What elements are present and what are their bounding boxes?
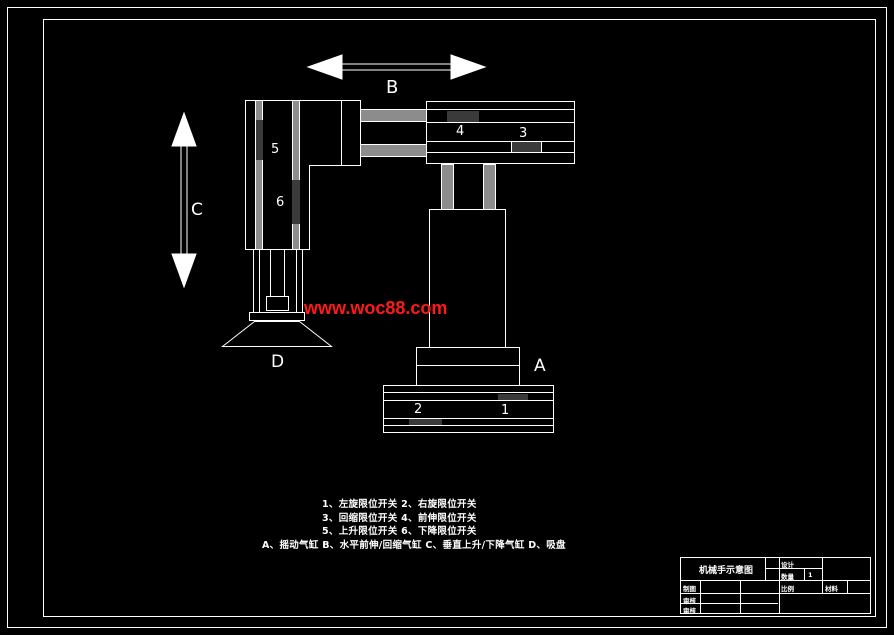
vertical-column [429, 164, 506, 348]
switch-label-1: 1 [501, 403, 509, 418]
arrow-label-c: C [191, 200, 203, 220]
switch-label-5: 5 [271, 142, 279, 157]
switch-2-marker [409, 419, 442, 425]
base-cylinder [383, 347, 554, 433]
switch-3-marker [512, 142, 541, 152]
vertical-double-arrow [171, 111, 197, 289]
title-block-review: 审核 [683, 607, 696, 615]
title-block-drawing: 制图 [683, 585, 696, 593]
legend-line-4: A、摇动气缸 B、水平前伸/回缩气缸 C、垂直上升/下降气缸 D、吸盘 [262, 540, 566, 551]
outer-frame [7, 7, 887, 628]
switch-5-marker [256, 120, 263, 160]
head-wall-a [256, 101, 262, 249]
arm-head [245, 100, 361, 250]
title-block-count-label: 数量 [781, 573, 794, 581]
title-block-design: 设计 [781, 561, 794, 569]
switch-label-3: 3 [519, 126, 527, 141]
title-block-material: 材料 [825, 585, 838, 593]
arrow-label-b: B [386, 77, 398, 98]
suction-gripper [221, 249, 333, 347]
switch-1-marker [498, 394, 528, 400]
switch-label-4: 4 [456, 124, 464, 139]
switch-label-2: 2 [414, 402, 422, 417]
part-label-a: A [534, 356, 546, 376]
horizontal-cylinder [426, 101, 575, 164]
inner-frame [43, 19, 876, 617]
column-rod-right [484, 165, 495, 209]
rod-fill-bottom [361, 145, 426, 156]
title-block-check: 审核 [683, 597, 696, 605]
title-block-lines [680, 557, 871, 614]
title-block-ratio: 比例 [781, 585, 794, 593]
watermark: www.woc88.com [304, 298, 448, 318]
column-rod-left [442, 165, 453, 209]
legend-line-2: 3、回缩限位开关 4、前伸限位开关 [322, 513, 477, 524]
legend-line-3: 5、上升限位开关 6、下降限位开关 [322, 526, 477, 537]
horizontal-double-arrow [306, 54, 487, 80]
part-label-d: D [271, 352, 284, 372]
head-wall-b [293, 101, 299, 249]
switch-4-marker [447, 111, 479, 122]
legend-line-1: 1、左旋限位开关 2、右旋限位开关 [322, 499, 477, 510]
title-block-title: 机械手示意图 [699, 566, 754, 576]
title-block-count-value: 1 [808, 571, 813, 579]
rod-fill-top [361, 110, 426, 121]
switch-6-marker [292, 180, 300, 224]
switch-label-6: 6 [276, 195, 284, 210]
